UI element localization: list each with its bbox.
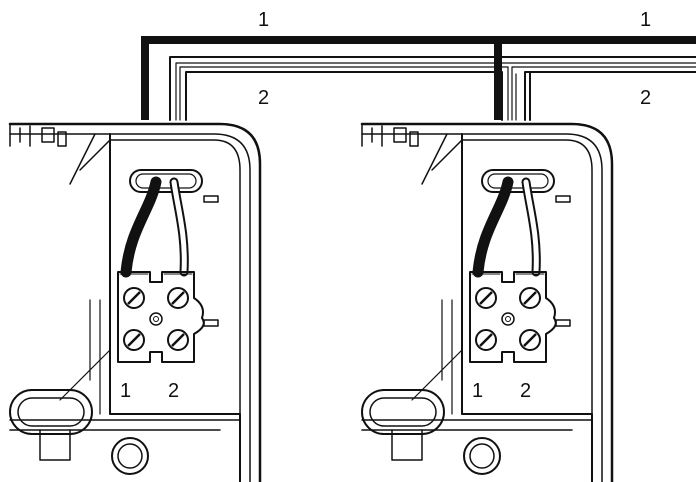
wire-1-thick-conductor [141,36,696,120]
left-junction-box: 1 2 [10,124,260,482]
wire-2-label-right: 2 [640,87,651,109]
right-terminal-1-label: 1 [472,380,483,402]
right-terminal-2-label: 2 [520,380,531,402]
wire-1-label-right: 1 [640,9,651,31]
left-terminal-1-label: 1 [120,380,131,402]
wire-1-label-left: 1 [258,9,269,31]
left-terminal-2-label: 2 [168,380,179,402]
right-junction-box: 1 2 [362,124,612,482]
wire-2-label-left: 2 [258,87,269,109]
wire-2-hollow-conductor [169,56,696,121]
